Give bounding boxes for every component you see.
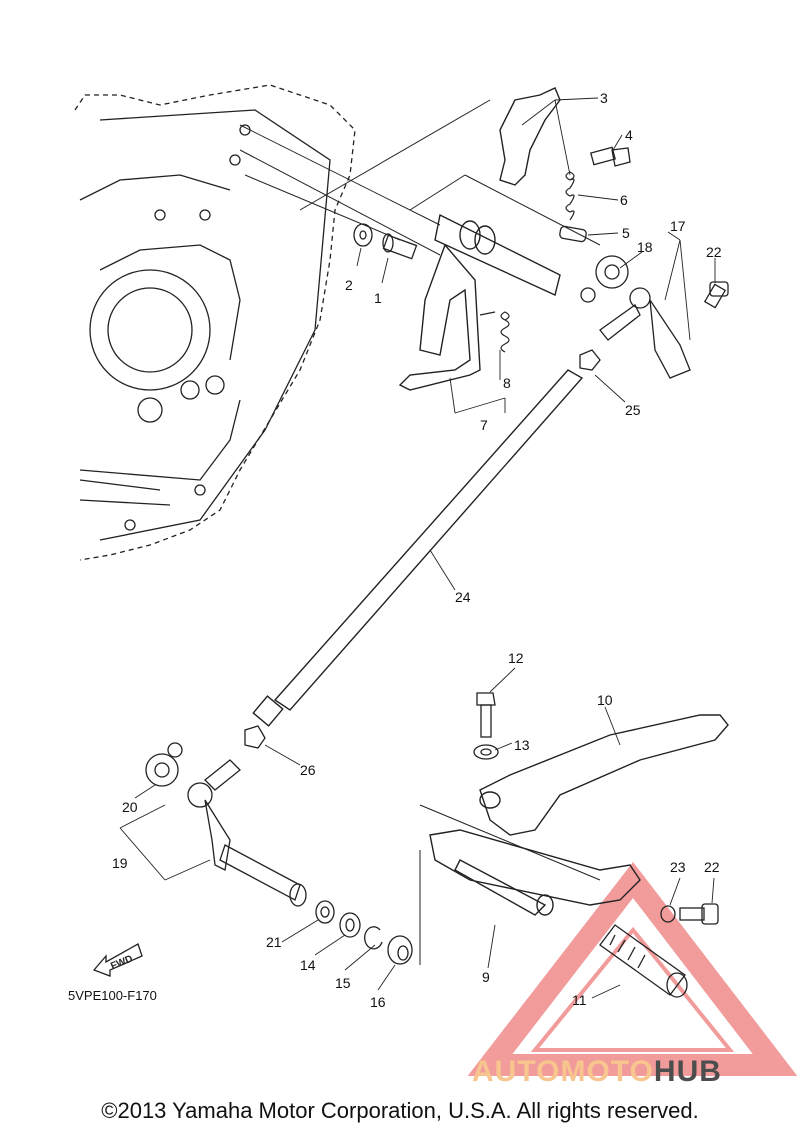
shift-pedal-10	[479, 714, 729, 836]
watermark-logo: AUTOMOTOHUB	[472, 1055, 722, 1089]
shift-arm-19	[187, 759, 307, 907]
callout-1: 1	[374, 290, 382, 306]
circlip-15	[364, 926, 383, 950]
callout-12: 12	[508, 650, 524, 666]
callout-20: 20	[122, 799, 138, 815]
callout-26: 26	[300, 762, 316, 778]
shift-rod-24	[252, 369, 584, 727]
callout-24: 24	[455, 589, 471, 605]
callout-3: 3	[600, 90, 608, 106]
callout-7: 7	[480, 417, 488, 433]
callout-11: 11	[572, 992, 587, 1008]
callout-16: 16	[370, 994, 386, 1010]
callout-leaders	[119, 97, 716, 999]
spring-8	[479, 311, 510, 353]
shift-guide	[499, 87, 561, 186]
spring-6	[565, 171, 575, 221]
callout-2: 2	[345, 277, 353, 293]
nut-26	[244, 725, 266, 749]
pin-5	[559, 225, 587, 243]
callout-19: 19	[112, 855, 128, 871]
callout-6: 6	[620, 192, 628, 208]
washer-13	[473, 744, 499, 760]
shift-pedal-9	[429, 829, 641, 916]
bolt-1	[382, 233, 418, 260]
bushing-16	[387, 935, 413, 965]
callout-10: 10	[597, 692, 613, 708]
watermark-part2: HUB	[653, 1055, 722, 1088]
washer-14	[339, 912, 361, 938]
washer-2	[353, 223, 373, 247]
bolt-4	[590, 146, 631, 167]
fwd-arrow-icon: FWD	[92, 943, 143, 977]
callout-4: 4	[625, 127, 633, 143]
callout-15: 15	[335, 975, 351, 991]
shift-shaft-7	[398, 213, 561, 391]
watermark-part1: AUTOMOTO	[472, 1055, 654, 1088]
bolt-22-bottom	[679, 903, 719, 925]
engine-case	[74, 84, 356, 561]
leader-lines	[239, 99, 601, 965]
copyright-notice: ©2013 Yamaha Motor Corporation, U.S.A. A…	[101, 1098, 699, 1123]
bolt-22-top	[703, 281, 729, 309]
pedal-rubber-11	[599, 924, 688, 998]
callout-22-bottom: 22	[704, 859, 720, 875]
washer-21	[315, 900, 335, 924]
shift-arm-17	[599, 287, 691, 379]
fwd-label: FWD	[109, 954, 134, 973]
washer-23	[660, 905, 676, 923]
joint-18	[580, 255, 629, 303]
callout-21: 21	[266, 934, 282, 950]
callout-17: 17	[670, 218, 686, 234]
callout-22-top: 22	[706, 244, 722, 260]
callout-9: 9	[482, 969, 490, 985]
callout-23: 23	[670, 859, 686, 875]
nut-25	[579, 349, 601, 371]
callout-8: 8	[503, 375, 511, 391]
watermark-triangle	[467, 861, 798, 1076]
reference-code: 5VPE100-F170	[68, 988, 157, 1003]
bolt-12	[476, 692, 496, 738]
callout-labels: 1 2 3 4 5 6 7 8 9 10 11 12 13 14 15 16 1…	[112, 90, 722, 1010]
joint-20	[145, 742, 183, 787]
callout-13: 13	[514, 737, 530, 753]
callout-14: 14	[300, 957, 316, 973]
callout-5: 5	[622, 225, 630, 241]
callout-18: 18	[637, 239, 653, 255]
callout-25: 25	[625, 402, 641, 418]
